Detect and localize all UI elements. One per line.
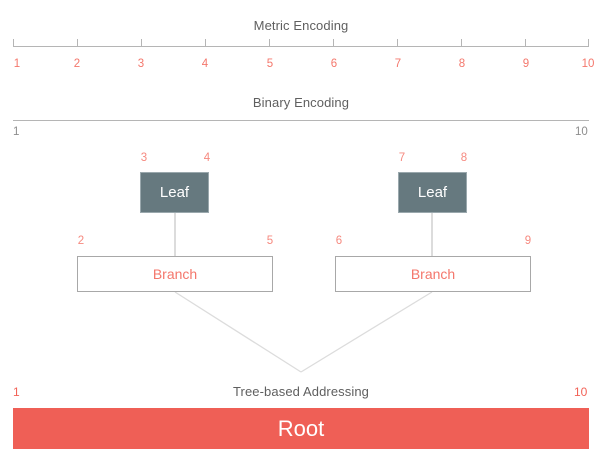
metric-tick-label-1: 1: [13, 58, 21, 70]
leaf-left-range-end: 4: [203, 152, 211, 164]
node-leaf-left[interactable]: Leaf: [140, 172, 209, 213]
branch-left-range-start: 2: [77, 235, 85, 247]
node-root[interactable]: Root: [13, 408, 589, 449]
metric-encoding-title: Metric Encoding: [253, 18, 349, 33]
metric-tick-7: [397, 39, 398, 47]
branch-right-range-end: 9: [524, 235, 532, 247]
binary-end-label: 10: [575, 126, 588, 138]
metric-axis-line: [13, 46, 589, 47]
binary-encoding-title: Binary Encoding: [252, 95, 350, 110]
branch-left-range-end: 5: [266, 235, 274, 247]
metric-tick-label-10: 10: [581, 58, 595, 70]
node-branch-left[interactable]: Branch: [77, 256, 273, 292]
tree-start-label: 1: [13, 385, 20, 399]
metric-tick-label-2: 2: [73, 58, 81, 70]
leaf-right-range-start: 7: [398, 152, 406, 164]
edge-leaf-right-to-branch-right: [431, 213, 433, 256]
edge-leaf-left-to-branch-left: [174, 213, 176, 256]
node-leaf-right-label: Leaf: [417, 184, 448, 201]
metric-tick-label-3: 3: [137, 58, 145, 70]
binary-axis-line: [13, 120, 589, 121]
metric-tick-label-5: 5: [266, 58, 274, 70]
metric-tick-8: [461, 39, 462, 47]
metric-tick-9: [525, 39, 526, 47]
tree-addressing-title: Tree-based Addressing: [232, 384, 370, 399]
node-leaf-right[interactable]: Leaf: [398, 172, 467, 213]
node-root-label: Root: [277, 415, 325, 441]
metric-tick-10: [588, 39, 589, 47]
tree-end-label: 10: [574, 385, 588, 399]
leaf-left-range-start: 3: [140, 152, 148, 164]
node-branch-left-label: Branch: [152, 266, 198, 282]
branch-right-range-start: 6: [335, 235, 343, 247]
metric-tick-5: [269, 39, 270, 47]
metric-tick-2: [77, 39, 78, 47]
metric-tick-label-7: 7: [394, 58, 402, 70]
metric-tick-label-9: 9: [522, 58, 530, 70]
metric-tick-label-6: 6: [330, 58, 338, 70]
metric-tick-3: [141, 39, 142, 47]
leaf-right-range-end: 8: [460, 152, 468, 164]
binary-start-label: 1: [13, 126, 20, 138]
metric-tick-6: [333, 39, 334, 47]
metric-tick-label-8: 8: [458, 58, 466, 70]
node-leaf-left-label: Leaf: [159, 184, 190, 201]
node-branch-right[interactable]: Branch: [335, 256, 531, 292]
node-branch-right-label: Branch: [410, 266, 456, 282]
metric-tick-4: [205, 39, 206, 47]
metric-tick-1: [13, 39, 14, 47]
metric-tick-label-4: 4: [201, 58, 209, 70]
